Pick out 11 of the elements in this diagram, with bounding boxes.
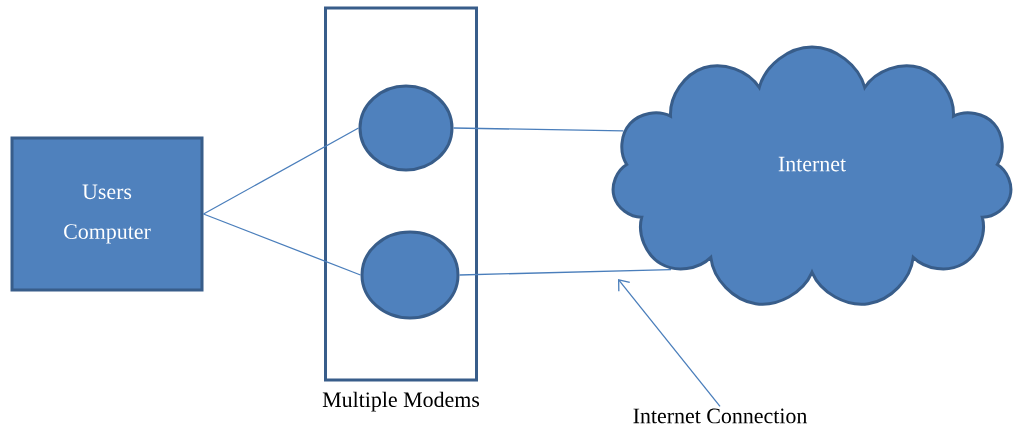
connection-line: [202, 127, 360, 215]
modem-circle: [360, 230, 460, 320]
box-caption: Multiple Modems: [322, 391, 480, 412]
modem-circle: [358, 84, 454, 172]
computer-box: Users Computer: [10, 136, 204, 292]
caption-text: Internet Connection: [633, 408, 808, 424]
connection-line: [458, 268, 672, 276]
connection-line: [452, 127, 625, 132]
connection-line: [202, 213, 362, 276]
leader-arrow: [618, 279, 721, 408]
internet-cloud: Internet: [611, 45, 1013, 306]
